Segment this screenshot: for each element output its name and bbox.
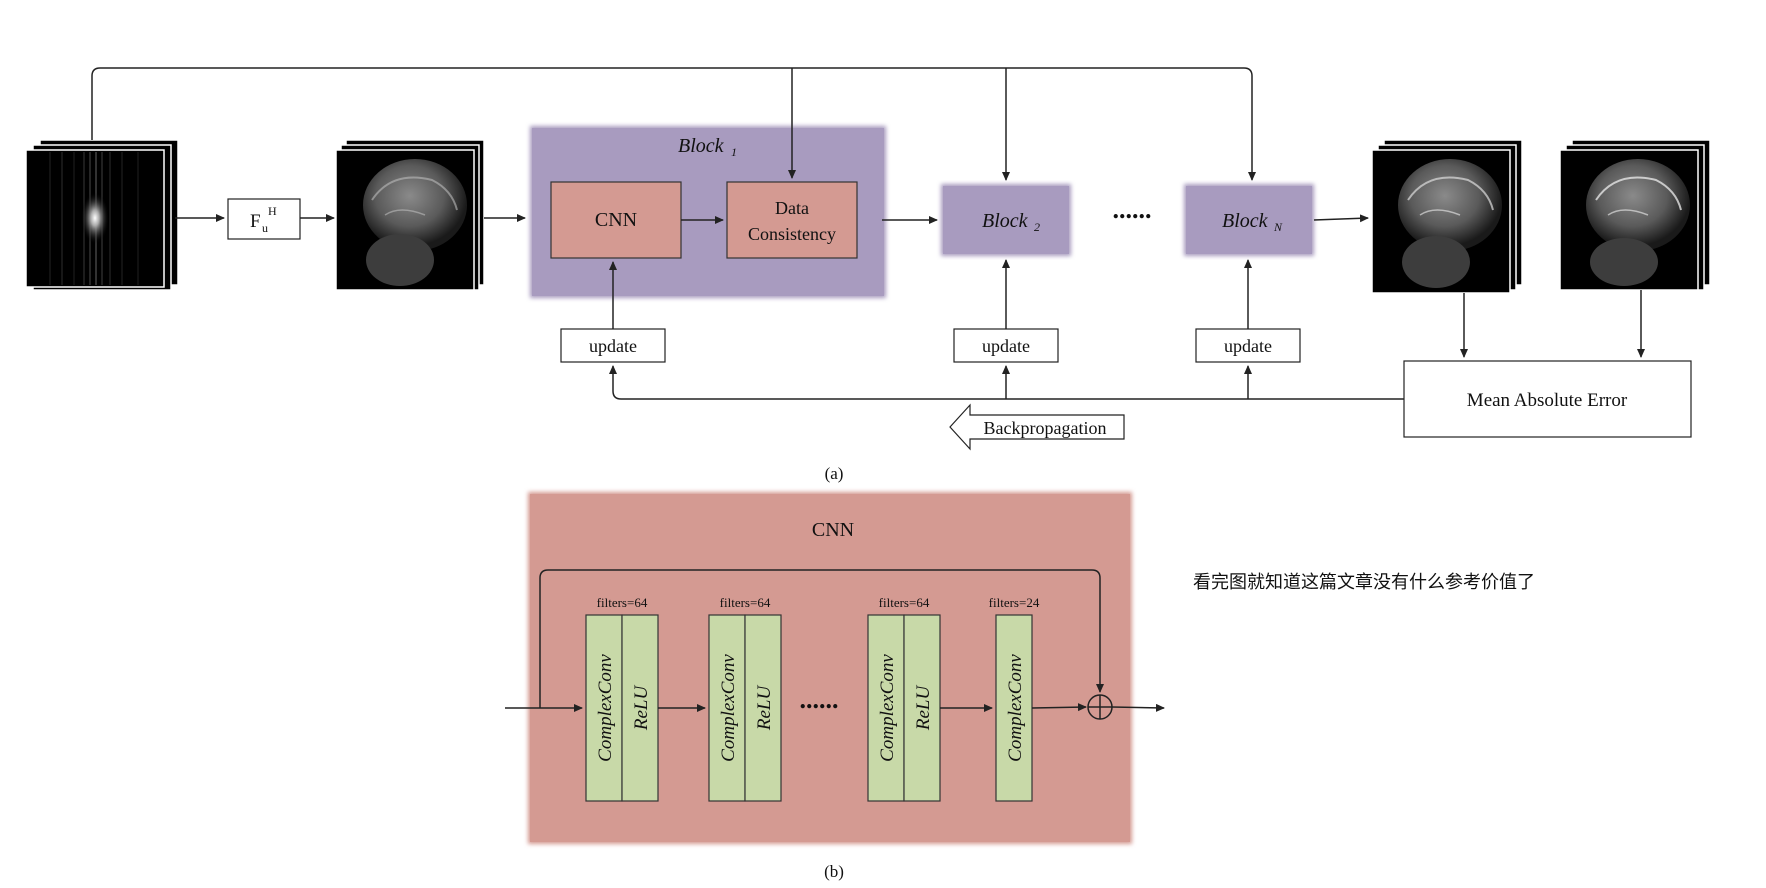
arrow-unit4-to-sum xyxy=(1031,703,1087,712)
backprop-label: Backpropagation xyxy=(984,418,1107,438)
conv-unit-3: filters=64 ComplexConv ReLU xyxy=(867,595,941,802)
ground-truth-stack-image xyxy=(1559,139,1711,291)
backprop-feedback-line xyxy=(609,365,1404,400)
block-2-label: Block xyxy=(982,210,1029,232)
unit-4-filters: filters=24 xyxy=(989,595,1040,610)
block-1-label: Block xyxy=(678,135,725,157)
inverse-fourier-box: F u H xyxy=(227,198,301,240)
unit-2-relu-label: ReLU xyxy=(754,685,775,732)
dc-label-line1: Data xyxy=(775,198,809,218)
block-2-subscript: 2 xyxy=(1034,220,1040,234)
panel-a: F u H Block 1 CNN Data Cons xyxy=(25,67,1711,483)
arrow-output xyxy=(1111,703,1165,712)
cnn-box-label: CNN xyxy=(595,209,637,231)
block-n: Block N xyxy=(1184,184,1314,256)
unit-2-filters: filters=64 xyxy=(720,595,771,610)
conv-unit-1: filters=64 ComplexConv ReLU xyxy=(585,595,659,802)
sum-icon xyxy=(1087,694,1113,720)
data-consistency-box xyxy=(726,181,858,259)
update-label-2: update xyxy=(982,336,1030,356)
residual-skip-line xyxy=(539,569,1104,708)
fu-superscript: H xyxy=(268,204,277,218)
unit-1-relu-label: ReLU xyxy=(631,685,652,732)
mri-brain-stack-image xyxy=(335,139,485,291)
mae-label: Mean Absolute Error xyxy=(1467,390,1628,411)
unit-4-conv-label: ComplexConv xyxy=(1005,654,1026,762)
caption-b: (b) xyxy=(824,862,844,881)
block-n-label: Block xyxy=(1222,210,1269,232)
block-2: Block 2 xyxy=(941,184,1071,256)
conv-unit-2: filters=64 ComplexConv ReLU xyxy=(708,595,782,802)
unit-3-filters: filters=64 xyxy=(879,595,930,610)
backprop-arrow-icon: Backpropagation xyxy=(949,403,1125,451)
unit-3-relu-label: ReLU xyxy=(913,685,934,732)
dc-label-line2: Consistency xyxy=(748,224,836,244)
kspace-skip-connections xyxy=(91,67,1256,181)
unit-1-filters: filters=64 xyxy=(597,595,648,610)
update-box-1: update xyxy=(560,328,666,363)
update-label-3: update xyxy=(1224,336,1272,356)
annotation-note: 看完图就知道这篇文章没有什么参考价值了 xyxy=(1193,572,1535,592)
unit-1-conv-label: ComplexConv xyxy=(595,654,616,762)
fu-subscript: u xyxy=(262,221,268,235)
caption-a: (a) xyxy=(825,464,844,483)
cnn-ellipsis: ...... xyxy=(800,685,839,714)
cnn-detail-title: CNN xyxy=(812,519,854,541)
reconstruction-stack-image xyxy=(1371,139,1523,294)
block-1: Block 1 CNN Data Consistency xyxy=(530,126,886,298)
arrow-blockn-to-output xyxy=(1313,214,1369,223)
unit-3-conv-label: ComplexConv xyxy=(877,654,898,762)
fu-label: F xyxy=(250,211,261,232)
block-n-subscript: N xyxy=(1273,220,1283,234)
panel-b: CNN filters=64 ComplexConv ReLU filters=… xyxy=(505,492,1165,881)
update-box-3: update xyxy=(1195,328,1301,363)
block-1-subscript: 1 xyxy=(731,145,737,159)
conv-unit-4: filters=24 ComplexConv xyxy=(989,595,1040,802)
block-ellipsis: ...... xyxy=(1113,195,1152,224)
kspace-stack-image xyxy=(25,139,179,291)
unit-2-conv-label: ComplexConv xyxy=(718,654,739,762)
update-box-2: update xyxy=(953,328,1059,363)
mae-box: Mean Absolute Error xyxy=(1403,360,1692,438)
update-label-1: update xyxy=(589,336,637,356)
cnn-box xyxy=(550,181,682,259)
